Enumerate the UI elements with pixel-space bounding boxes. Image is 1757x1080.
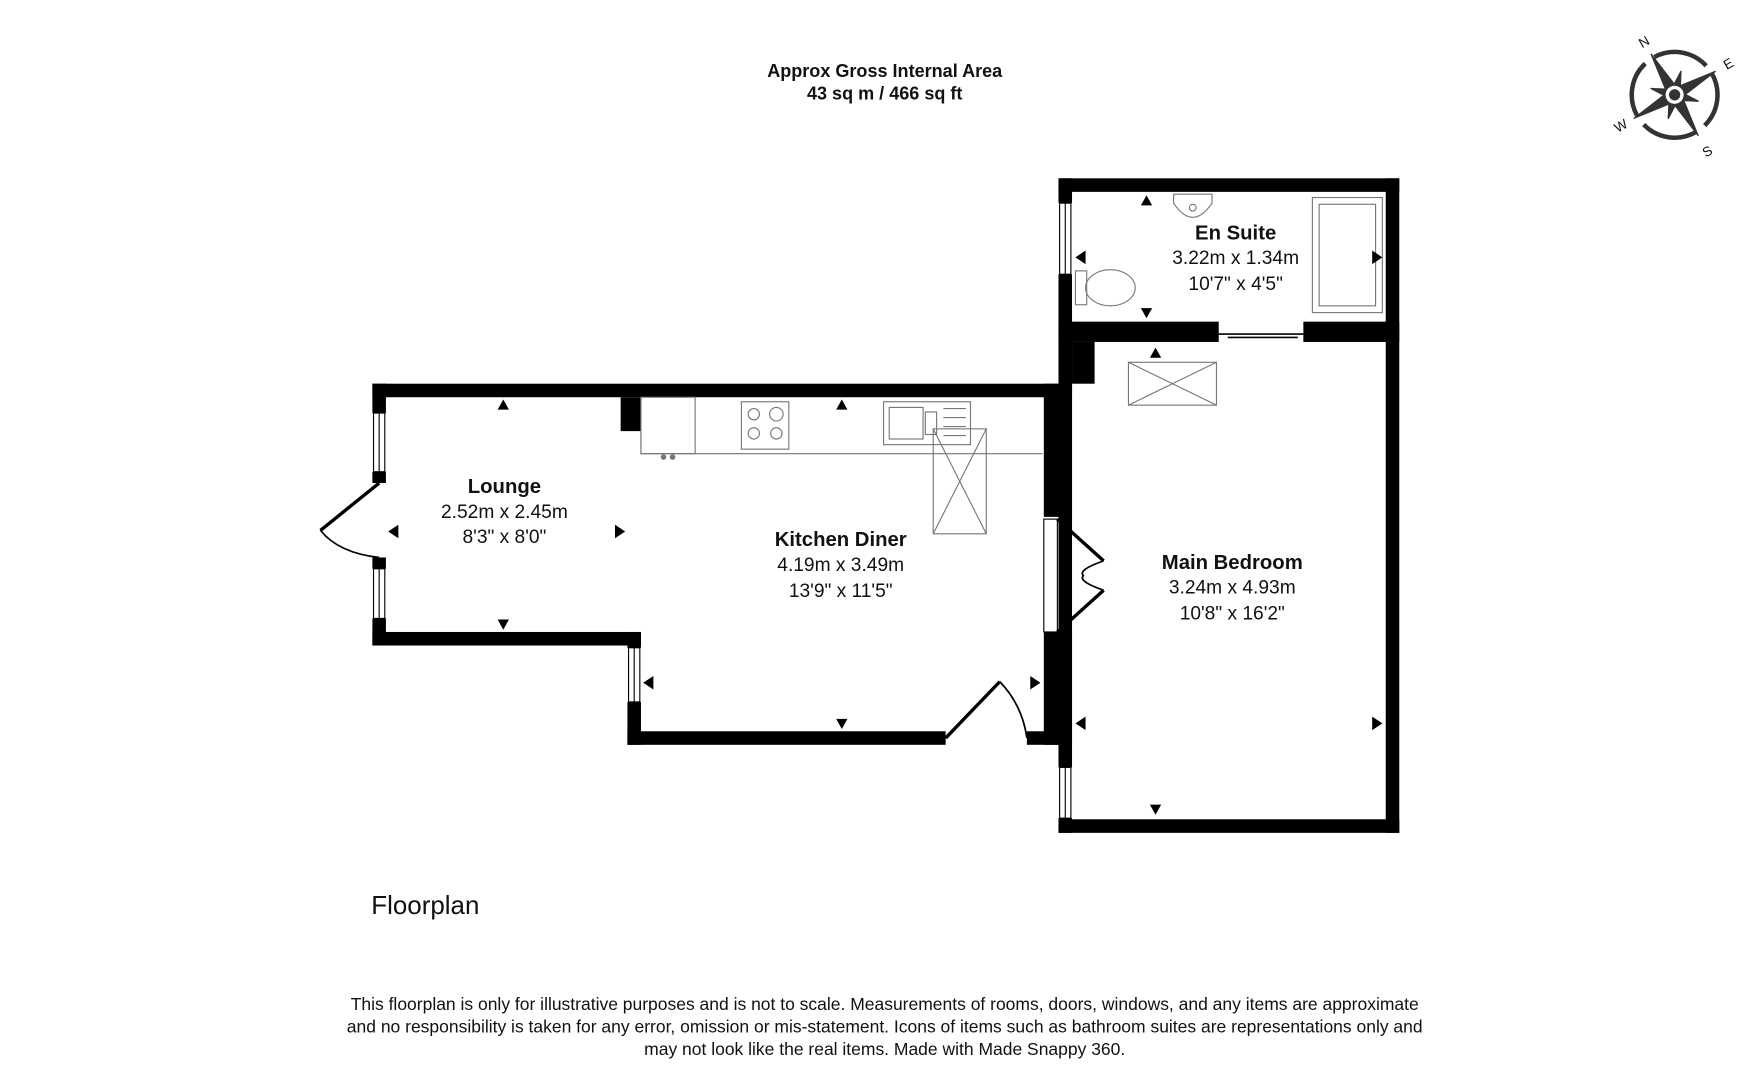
basin-icon bbox=[1173, 193, 1213, 218]
walls bbox=[372, 178, 1400, 833]
room-name: En Suite bbox=[1195, 222, 1276, 244]
compass-icon: N E S W bbox=[1612, 33, 1736, 161]
compass-s: S bbox=[1700, 143, 1715, 161]
fixtures bbox=[640, 193, 1383, 535]
disclaimer-line: This floorplan is only for illustrative … bbox=[351, 994, 1419, 1014]
sink-icon bbox=[883, 401, 972, 446]
room-imperial: 10'8" x 16'2" bbox=[1180, 604, 1285, 625]
measure-arrows bbox=[388, 195, 1383, 815]
area-title: Approx Gross Internal Area bbox=[767, 61, 1003, 81]
fridge-icon bbox=[640, 396, 696, 455]
floor-label: Floorplan bbox=[371, 892, 479, 920]
doors bbox=[319, 333, 1304, 740]
room-imperial: 10'7" x 4'5" bbox=[1188, 274, 1282, 295]
area-value: 43 sq m / 466 sq ft bbox=[807, 83, 962, 103]
room-en-suite: En Suite 3.22m x 1.34m 10'7" x 4'5" bbox=[1172, 222, 1299, 295]
bath-icon bbox=[1311, 196, 1383, 314]
room-main-bedroom: Main Bedroom 3.24m x 4.93m 10'8" x 16'2" bbox=[1162, 552, 1303, 625]
room-name: Main Bedroom bbox=[1162, 552, 1303, 574]
windows bbox=[372, 202, 1072, 819]
room-metric: 4.19m x 3.49m bbox=[777, 555, 904, 576]
toilet-icon bbox=[1074, 269, 1136, 307]
room-kitchen-diner: Kitchen Diner 4.19m x 3.49m 13'9" x 11'5… bbox=[775, 529, 907, 602]
cupboard-icon bbox=[932, 428, 987, 535]
room-lounge: Lounge 2.52m x 2.45m 8'3" x 8'0" bbox=[441, 476, 568, 548]
disclaimer-line: may not look like the real items. Made w… bbox=[644, 1039, 1125, 1059]
room-metric: 3.24m x 4.93m bbox=[1169, 578, 1296, 599]
room-name: Lounge bbox=[468, 476, 541, 498]
room-metric: 2.52m x 2.45m bbox=[441, 502, 568, 523]
room-imperial: 8'3" x 8'0" bbox=[463, 527, 547, 548]
room-metric: 3.22m x 1.34m bbox=[1172, 248, 1299, 269]
disclaimer-line: and no responsibility is taken for any e… bbox=[347, 1017, 1423, 1037]
wardrobe-icon bbox=[1127, 361, 1218, 406]
compass-n: N bbox=[1636, 33, 1652, 51]
compass-w: W bbox=[1612, 116, 1631, 135]
hob-icon bbox=[740, 401, 790, 450]
compass-e: E bbox=[1721, 55, 1736, 73]
room-name: Kitchen Diner bbox=[775, 529, 907, 551]
room-imperial: 13'9" x 11'5" bbox=[789, 581, 893, 602]
